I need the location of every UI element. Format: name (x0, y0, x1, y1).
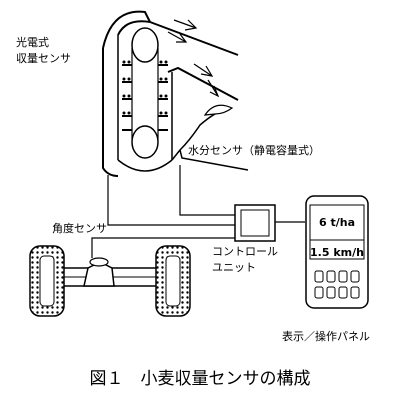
moisture-sensor-label: 水分センサ（静電容量式） (188, 143, 320, 157)
controller-label-2: ユニット (212, 261, 256, 274)
axle-assembly (29, 245, 191, 317)
keypad (314, 270, 360, 299)
optical-sensor-label-2: 収量センサ (16, 52, 71, 65)
grain-elevator (102, 10, 173, 177)
optical-sensor-label-1: 光電式 (16, 35, 49, 49)
display-line-2: 1.5 km/h (310, 246, 364, 259)
grain-chute (149, 21, 249, 171)
angle-sensor-label: 角度センサ (52, 221, 107, 235)
figure-caption: 図１ 小麦収量センサの構成 (90, 369, 311, 389)
display-panel-label: 表示／操作パネル (282, 329, 370, 343)
controller-label-1: コントロール (212, 245, 278, 258)
display-line-1: 6 t/ha (319, 216, 355, 229)
display-panel: 6 t/ha 1.5 km/h (305, 195, 369, 309)
grain-flow-arrows (167, 19, 220, 98)
wiring (91, 165, 305, 258)
control-unit (234, 204, 276, 242)
